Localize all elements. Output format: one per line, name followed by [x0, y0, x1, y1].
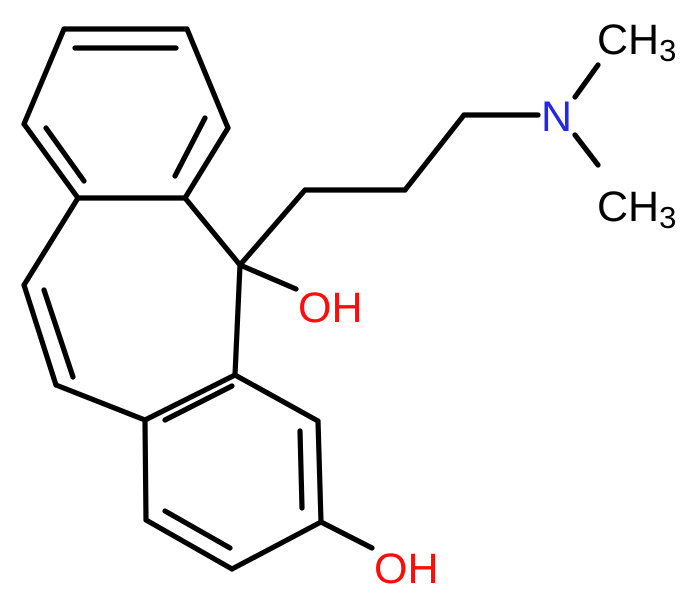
hydroxyl-group-label: OH: [298, 284, 363, 332]
bond: [184, 26, 231, 131]
methyl-group-label: CH3: [597, 16, 676, 68]
bonds: [21, 26, 601, 572]
bond: [21, 26, 67, 127]
bond: [572, 62, 601, 100]
bond: [162, 508, 233, 551]
bond: [142, 417, 149, 523]
methyl-group-label: CH3: [597, 183, 676, 235]
bond: [237, 262, 299, 292]
bond: [21, 195, 81, 288]
bond: [229, 519, 324, 572]
bond: [232, 262, 243, 378]
bond: [172, 115, 208, 179]
atom-labels: CH3 N CH3 OH OH: [298, 16, 676, 593]
bond: [21, 282, 59, 388]
bond: [318, 519, 375, 551]
bond: [572, 132, 601, 168]
bond: [43, 125, 87, 184]
bond: [182, 195, 243, 268]
bond: [232, 372, 321, 424]
bond: [143, 517, 235, 572]
nitrogen-atom-label: N: [541, 93, 572, 141]
bond: [297, 428, 305, 511]
bond: [53, 382, 148, 423]
bond: [162, 383, 235, 423]
bond: [237, 187, 308, 268]
bond: [21, 121, 81, 201]
bond: [315, 418, 324, 525]
bond: [41, 287, 76, 380]
bond: [182, 125, 231, 201]
hydroxyl-group-label: OH: [374, 545, 439, 593]
bond: [402, 112, 467, 193]
bond: [142, 372, 238, 423]
